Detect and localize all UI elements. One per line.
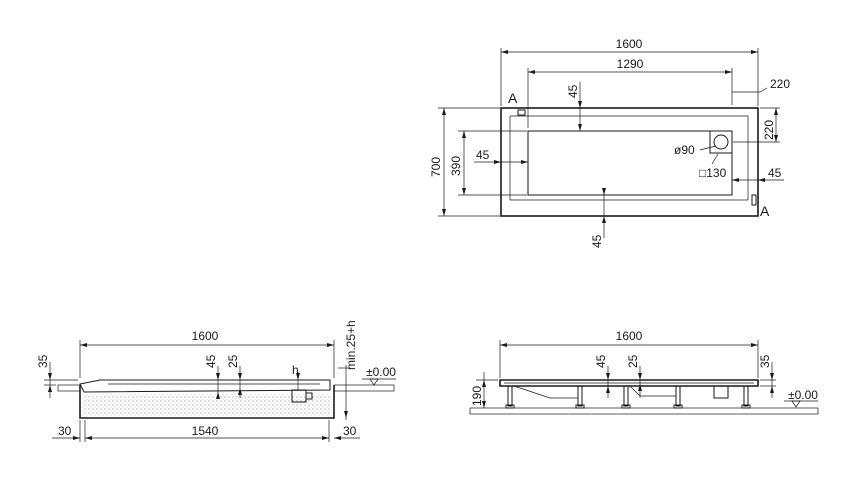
dim-1290: 1290 — [617, 57, 644, 71]
legs — [505, 385, 751, 409]
dim-220-h: 220 — [770, 77, 790, 91]
dim-45-section: 45 — [204, 354, 218, 368]
dim-45-top: 45 — [566, 84, 580, 98]
section-view: 1600 35 45 25 h min.25+h ±0.00 — [36, 320, 396, 442]
floor — [469, 407, 819, 415]
level-side: ±0.00 — [788, 388, 818, 402]
dim-1600-side: 1600 — [616, 329, 643, 343]
dim-1600: 1600 — [616, 37, 643, 51]
dim-min-25-h: min.25+h — [344, 320, 358, 370]
section-mark-a-top: A — [508, 90, 518, 106]
dim-h: h — [292, 363, 299, 377]
drain-side — [713, 385, 729, 399]
top-view: 1600 1290 220 45 700 390 — [429, 37, 790, 248]
tray-side — [499, 379, 759, 387]
drain-box — [709, 130, 733, 154]
dim-35-side: 35 — [758, 354, 772, 368]
dim-25-side: 25 — [626, 354, 640, 368]
dim-45-left: 45 — [476, 148, 490, 162]
dim-30-right: 30 — [343, 424, 357, 438]
dim-45-right: 45 — [768, 166, 782, 180]
dim-390: 390 — [449, 156, 463, 176]
installation-pit — [79, 385, 335, 419]
section-mark-a-bottom: A — [760, 203, 770, 219]
level-marker — [369, 378, 379, 386]
dim-220-v: 220 — [762, 120, 776, 140]
dim-190: 190 — [470, 386, 484, 406]
drain-box-size: □130 — [699, 166, 727, 180]
tray-section — [79, 379, 331, 393]
dim-30-left: 30 — [58, 424, 72, 438]
dim-45-bottom: 45 — [590, 234, 604, 248]
basin-outline — [527, 130, 733, 196]
dim-1540: 1540 — [192, 424, 219, 438]
dim-35-section: 35 — [36, 354, 50, 368]
side-view: 1600 45 25 35 190 ±0.00 — [469, 329, 819, 415]
dim-700: 700 — [429, 157, 443, 177]
dim-1600-section: 1600 — [192, 329, 219, 343]
dim-25-section: 25 — [226, 354, 240, 368]
level-section: ±0.00 — [366, 365, 396, 379]
drain-circle — [713, 134, 729, 150]
dim-45-side: 45 — [594, 354, 608, 368]
drain-diameter: ø90 — [674, 143, 695, 157]
